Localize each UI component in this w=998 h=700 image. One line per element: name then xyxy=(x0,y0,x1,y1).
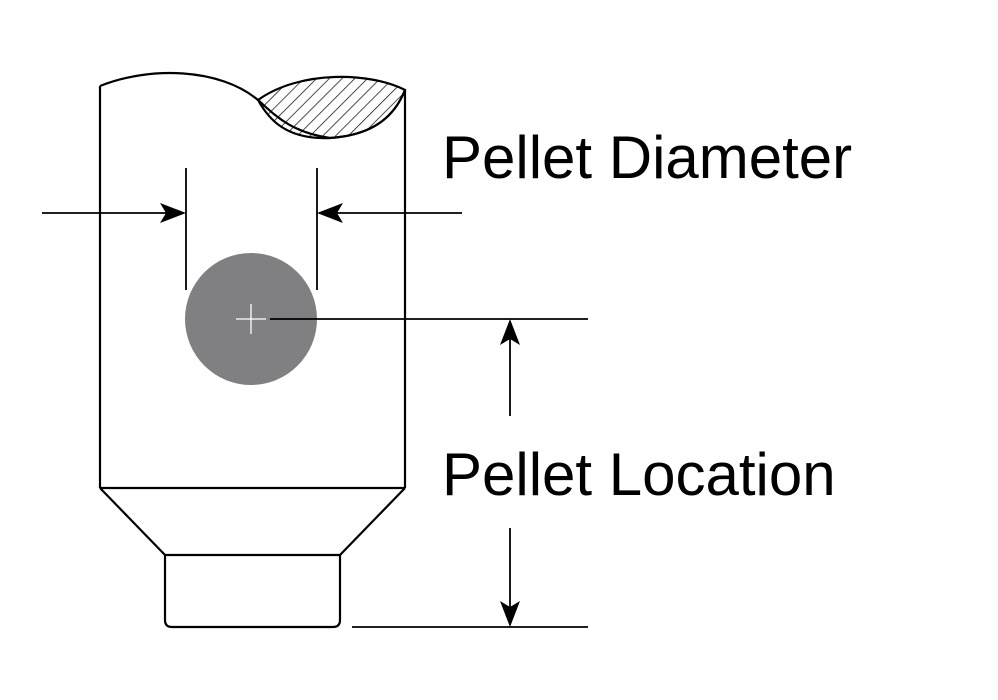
diameter-dimension xyxy=(42,168,462,290)
pellet-location-label: Pellet Location xyxy=(442,441,836,508)
diameter-arrow-right-head xyxy=(317,203,343,223)
diameter-arrow-left-head xyxy=(160,203,186,223)
pellet xyxy=(185,253,317,385)
location-dimension xyxy=(270,318,588,628)
location-arrow-down-head xyxy=(500,601,520,627)
pellet-diameter-label: Pellet Diameter xyxy=(442,124,853,191)
pellet-center-mark xyxy=(236,304,266,334)
cut-section-hatch xyxy=(256,75,407,140)
location-arrow-up-head xyxy=(500,319,520,345)
